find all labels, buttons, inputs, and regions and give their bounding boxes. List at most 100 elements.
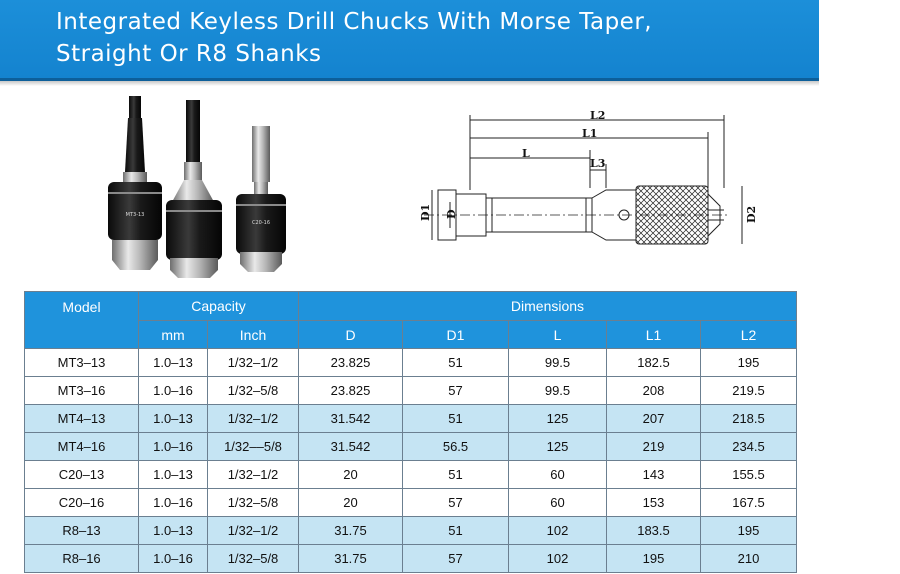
cell-l2: 234.5 — [700, 432, 797, 461]
cell-mm: 1.0–13 — [138, 348, 208, 377]
table-row: MT4–13 1.0–13 1/32–1/2 31.542 51 125 207… — [24, 404, 797, 433]
cell-mm: 1.0–13 — [138, 516, 208, 545]
cell-l: 125 — [508, 432, 607, 461]
cell-model: C20–13 — [24, 460, 139, 489]
cell-model: MT3–16 — [24, 376, 139, 405]
cell-d1: 56.5 — [402, 432, 509, 461]
dim-label-l: L — [522, 147, 530, 160]
header-dimensions: Dimensions — [298, 291, 797, 321]
cell-inch: 1/32–5/8 — [207, 376, 299, 405]
cell-model: C20–16 — [24, 488, 139, 517]
product-photo: MT3-13 C20-16 — [108, 96, 286, 278]
cell-model: MT4–16 — [24, 432, 139, 461]
cell-mm: 1.0–13 — [138, 460, 208, 489]
cell-d1: 57 — [402, 488, 509, 517]
cell-inch: 1/32–1/2 — [207, 404, 299, 433]
chuck-straight-icon: C20-16 — [236, 126, 286, 272]
header-l2: L2 — [700, 320, 797, 349]
cell-inch: 1/32–1/2 — [207, 516, 299, 545]
cell-d: 31.75 — [298, 516, 403, 545]
header-model: Model — [24, 291, 139, 349]
chuck-mt-icon: MT3-13 — [108, 96, 162, 270]
cell-l1: 153 — [606, 488, 701, 517]
specs-table: Model Capacity Dimensions mm Inch D D1 L… — [24, 291, 797, 573]
cell-l2: 167.5 — [700, 488, 797, 517]
cell-l1: 183.5 — [606, 516, 701, 545]
cell-l1: 195 — [606, 544, 701, 573]
header-inch: Inch — [207, 320, 299, 349]
header-l1: L1 — [606, 320, 701, 349]
cell-mm: 1.0–16 — [138, 488, 208, 517]
cell-d: 20 — [298, 460, 403, 489]
cell-d1: 51 — [402, 404, 509, 433]
dim-label-d: D — [445, 209, 458, 219]
cell-inch: 1/32–5/8 — [207, 544, 299, 573]
cell-d1: 57 — [402, 544, 509, 573]
technical-drawing: L2 L1 L L3 D1 D D2 — [419, 110, 758, 245]
cell-inch: 1/32–1/2 — [207, 460, 299, 489]
header-d1: D1 — [402, 320, 509, 349]
cell-d: 31.542 — [298, 432, 403, 461]
cell-l1: 208 — [606, 376, 701, 405]
cell-l1: 143 — [606, 460, 701, 489]
banner-shadow — [0, 81, 819, 86]
cell-inch: 1/32–5/8 — [207, 488, 299, 517]
dim-label-l1: L1 — [582, 127, 597, 140]
cell-d: 23.825 — [298, 348, 403, 377]
cell-d: 23.825 — [298, 376, 403, 405]
cell-l2: 195 — [700, 516, 797, 545]
cell-mm: 1.0–16 — [138, 376, 208, 405]
dim-label-d1: D1 — [419, 204, 432, 221]
cell-l2: 155.5 — [700, 460, 797, 489]
cell-inch: 1/32––5/8 — [207, 432, 299, 461]
cell-l: 60 — [508, 460, 607, 489]
cell-mm: 1.0–16 — [138, 544, 208, 573]
dim-label-l3: L3 — [590, 157, 605, 170]
chuck-marking-3: C20-16 — [252, 220, 270, 226]
cell-l1: 207 — [606, 404, 701, 433]
cell-model: MT4–13 — [24, 404, 139, 433]
table-row: R8–13 1.0–13 1/32–1/2 31.75 51 102 183.5… — [24, 516, 797, 545]
cell-mm: 1.0–16 — [138, 432, 208, 461]
header-d: D — [298, 320, 403, 349]
chuck-marking-1: MT3-13 — [126, 212, 145, 218]
cell-d1: 51 — [402, 516, 509, 545]
cell-l2: 195 — [700, 348, 797, 377]
cell-l1: 219 — [606, 432, 701, 461]
cell-l2: 218.5 — [700, 404, 797, 433]
cell-l: 99.5 — [508, 348, 607, 377]
cell-l1: 182.5 — [606, 348, 701, 377]
page-title-line-1: Integrated Keyless Drill Chucks With Mor… — [56, 9, 653, 35]
cell-l: 102 — [508, 544, 607, 573]
title-banner: Integrated Keyless Drill Chucks With Mor… — [0, 0, 819, 81]
cell-l: 102 — [508, 516, 607, 545]
table-row: MT4–16 1.0–16 1/32––5/8 31.542 56.5 125 … — [24, 432, 797, 461]
table-row: MT3–16 1.0–16 1/32–5/8 23.825 57 99.5 20… — [24, 376, 797, 405]
dim-label-l2: L2 — [590, 110, 605, 122]
cell-d: 31.542 — [298, 404, 403, 433]
cell-l2: 210 — [700, 544, 797, 573]
cell-d: 31.75 — [298, 544, 403, 573]
cell-l: 99.5 — [508, 376, 607, 405]
page-title: Integrated Keyless Drill Chucks With Mor… — [56, 6, 756, 70]
cell-l2: 219.5 — [700, 376, 797, 405]
table-row: C20–13 1.0–13 1/32–1/2 20 51 60 143 155.… — [24, 460, 797, 489]
cell-d1: 51 — [402, 348, 509, 377]
cell-d1: 57 — [402, 376, 509, 405]
cell-l: 125 — [508, 404, 607, 433]
cell-inch: 1/32–1/2 — [207, 348, 299, 377]
page-title-line-2: Straight Or R8 Shanks — [56, 41, 322, 67]
cell-d: 20 — [298, 488, 403, 517]
header-mm: mm — [138, 320, 208, 349]
table-row: MT3–13 1.0–13 1/32–1/2 23.825 51 99.5 18… — [24, 348, 797, 377]
cell-model: R8–13 — [24, 516, 139, 545]
cell-model: R8–16 — [24, 544, 139, 573]
table-row: C20–16 1.0–16 1/32–5/8 20 57 60 153 167.… — [24, 488, 797, 517]
header-capacity: Capacity — [138, 291, 299, 321]
cell-model: MT3–13 — [24, 348, 139, 377]
cell-d1: 51 — [402, 460, 509, 489]
chuck-r8-icon — [166, 100, 222, 278]
cell-l: 60 — [508, 488, 607, 517]
header-l: L — [508, 320, 607, 349]
dim-label-d2: D2 — [745, 206, 758, 223]
